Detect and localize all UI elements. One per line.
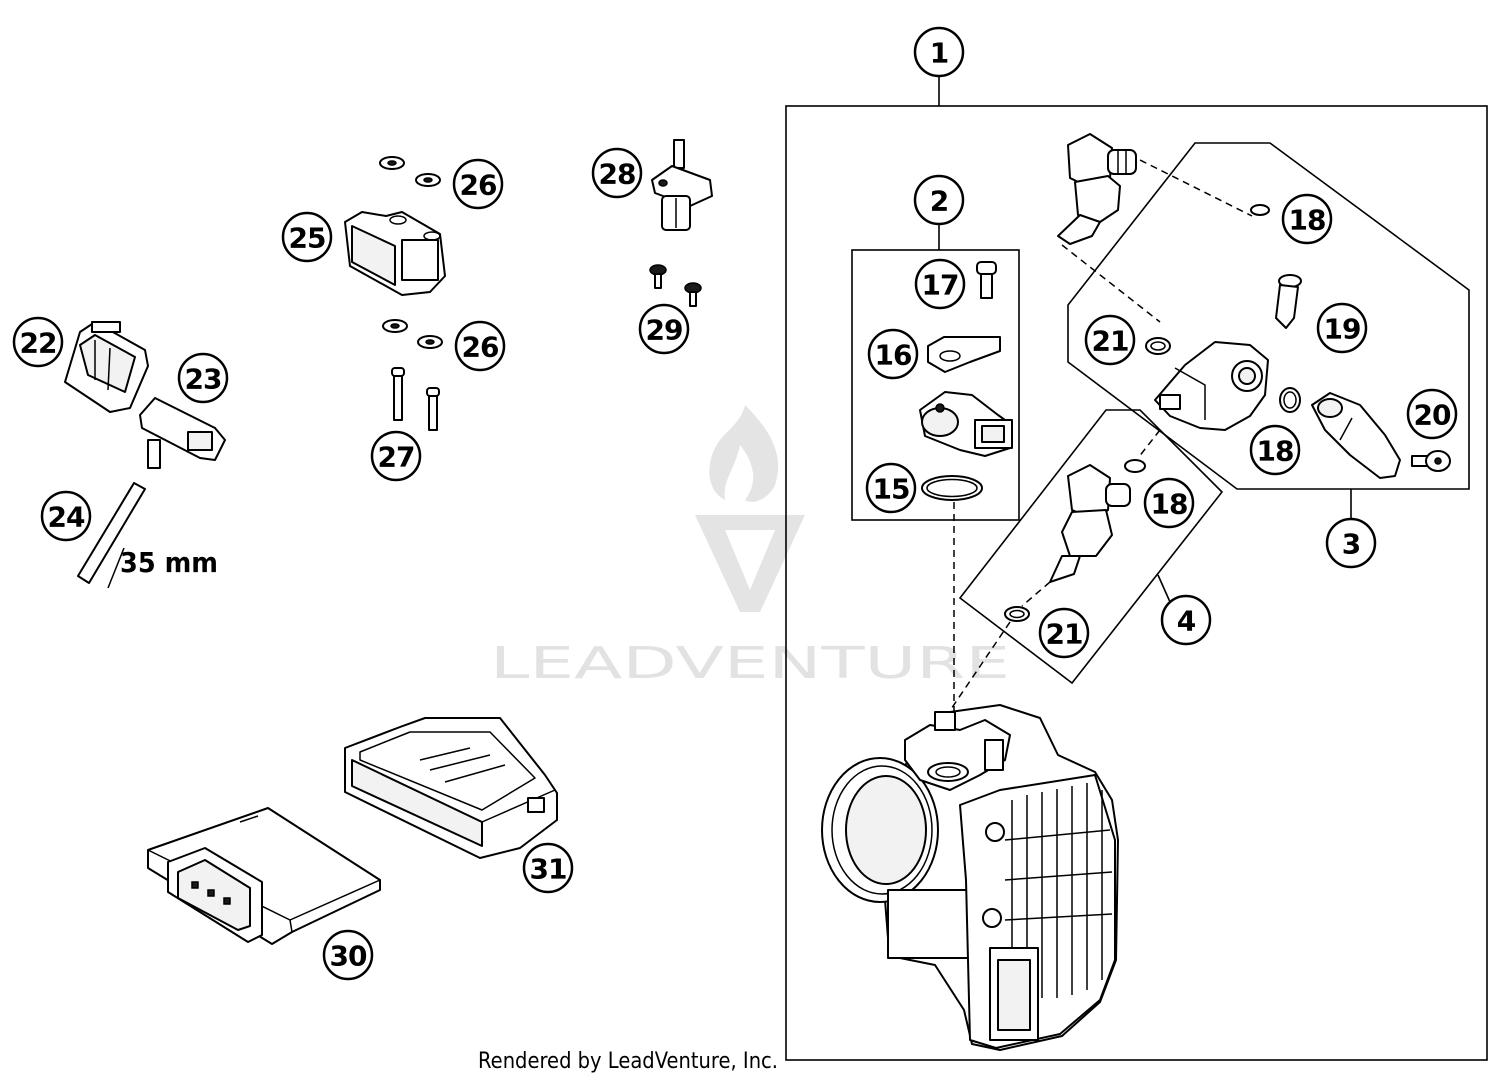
callout-label: 4 bbox=[1177, 605, 1196, 638]
callout-label: 17 bbox=[922, 269, 959, 302]
callout-18-rail[interactable]: 18 bbox=[1249, 424, 1301, 476]
fuel-injector-upper bbox=[1057, 133, 1137, 245]
leader-4 bbox=[1157, 574, 1171, 603]
callout-18-top[interactable]: 18 bbox=[1281, 193, 1333, 245]
callout-label: 20 bbox=[1414, 399, 1451, 432]
callout-label: 21 bbox=[1046, 618, 1083, 651]
assembly-1-frame bbox=[785, 105, 1488, 1061]
hose-length-label: 35 mm bbox=[120, 546, 218, 579]
washers-26-upper bbox=[379, 156, 441, 187]
callout-label: 31 bbox=[530, 853, 567, 886]
bracket-16 bbox=[927, 336, 1001, 373]
callout-label: 18 bbox=[1151, 488, 1188, 521]
o-ring-18-rail bbox=[1279, 387, 1301, 413]
callout-label: 2 bbox=[930, 185, 948, 218]
sensor-28 bbox=[651, 139, 713, 231]
callout-label: 21 bbox=[1092, 325, 1129, 358]
assembly-4-frame bbox=[958, 409, 1224, 685]
sensor-25 bbox=[344, 211, 446, 296]
washers-26-lower bbox=[382, 319, 443, 349]
washer-18-lower bbox=[1124, 459, 1146, 473]
callout-label: 26 bbox=[460, 169, 497, 202]
assembly-guide-lines bbox=[944, 159, 1253, 719]
screw-20 bbox=[1411, 450, 1451, 472]
callout-18-lower[interactable]: 18 bbox=[1143, 477, 1195, 529]
assembly-2-frame bbox=[851, 249, 1020, 521]
callout-16[interactable]: 16 bbox=[867, 328, 919, 380]
callout-4[interactable]: 4 bbox=[1160, 594, 1212, 646]
ecu-30 bbox=[147, 807, 381, 945]
callout-label: 16 bbox=[875, 339, 912, 372]
callout-29[interactable]: 29 bbox=[638, 303, 690, 355]
callout-label: 15 bbox=[873, 473, 910, 506]
callout-21-upper[interactable]: 21 bbox=[1084, 314, 1136, 366]
callout-31[interactable]: 31 bbox=[522, 842, 574, 894]
callout-19[interactable]: 19 bbox=[1316, 302, 1368, 354]
callout-20[interactable]: 20 bbox=[1406, 388, 1458, 440]
callout-28[interactable]: 28 bbox=[591, 147, 643, 199]
screws-29 bbox=[649, 264, 702, 307]
callout-30[interactable]: 30 bbox=[322, 929, 374, 981]
watermark-text: LEADVENTURE bbox=[490, 638, 1010, 689]
callout-2[interactable]: 2 bbox=[913, 174, 965, 226]
throttle-position-sensor bbox=[919, 391, 1013, 457]
callout-label: 27 bbox=[378, 441, 415, 474]
ecu-bracket-31 bbox=[344, 717, 558, 859]
callout-label: 19 bbox=[1324, 313, 1361, 346]
pressure-sensor-20 bbox=[1311, 392, 1401, 479]
o-ring-21-lower bbox=[1004, 606, 1030, 622]
callout-15[interactable]: 15 bbox=[865, 462, 917, 514]
washer-18-top bbox=[1250, 204, 1270, 216]
bolt-17 bbox=[976, 261, 997, 299]
connector-housing-22 bbox=[64, 321, 149, 413]
callout-26-lower[interactable]: 26 bbox=[454, 320, 506, 372]
callout-label: 28 bbox=[599, 158, 636, 191]
callout-21-lower[interactable]: 21 bbox=[1038, 607, 1090, 659]
callout-3[interactable]: 3 bbox=[1325, 517, 1377, 569]
callout-label: 3 bbox=[1342, 528, 1360, 561]
callout-label: 25 bbox=[289, 222, 326, 255]
callout-label: 23 bbox=[185, 363, 222, 396]
assembly-3-frame bbox=[1067, 142, 1470, 490]
callout-24[interactable]: 24 bbox=[40, 490, 92, 542]
callout-22[interactable]: 22 bbox=[12, 316, 64, 368]
callout-label: 1 bbox=[930, 37, 948, 70]
throttle-body bbox=[821, 704, 1119, 1051]
callout-label: 22 bbox=[20, 327, 57, 360]
watermark-logo bbox=[695, 405, 805, 612]
callout-26-upper[interactable]: 26 bbox=[452, 158, 504, 210]
sensor-23 bbox=[139, 397, 226, 469]
callout-label: 30 bbox=[330, 940, 367, 973]
render-credit: Rendered by LeadVenture, Inc. bbox=[478, 1049, 778, 1074]
callout-23[interactable]: 23 bbox=[177, 352, 229, 404]
callout-25[interactable]: 25 bbox=[281, 211, 333, 263]
o-ring-15 bbox=[921, 475, 983, 501]
callout-1[interactable]: 1 bbox=[913, 26, 965, 78]
screw-19 bbox=[1275, 274, 1302, 329]
bolts-27 bbox=[391, 367, 440, 431]
fuel-rail bbox=[1154, 341, 1269, 431]
o-ring-21-upper bbox=[1145, 337, 1171, 355]
callout-label: 26 bbox=[462, 331, 499, 364]
callout-label: 18 bbox=[1257, 435, 1294, 468]
callout-label: 18 bbox=[1289, 204, 1326, 237]
callout-27[interactable]: 27 bbox=[370, 430, 422, 482]
hose-24 bbox=[77, 482, 146, 589]
fuel-injector-lower bbox=[1049, 464, 1131, 583]
callout-17[interactable]: 17 bbox=[914, 258, 966, 310]
callout-label: 24 bbox=[48, 501, 85, 534]
callout-label: 29 bbox=[646, 314, 683, 347]
